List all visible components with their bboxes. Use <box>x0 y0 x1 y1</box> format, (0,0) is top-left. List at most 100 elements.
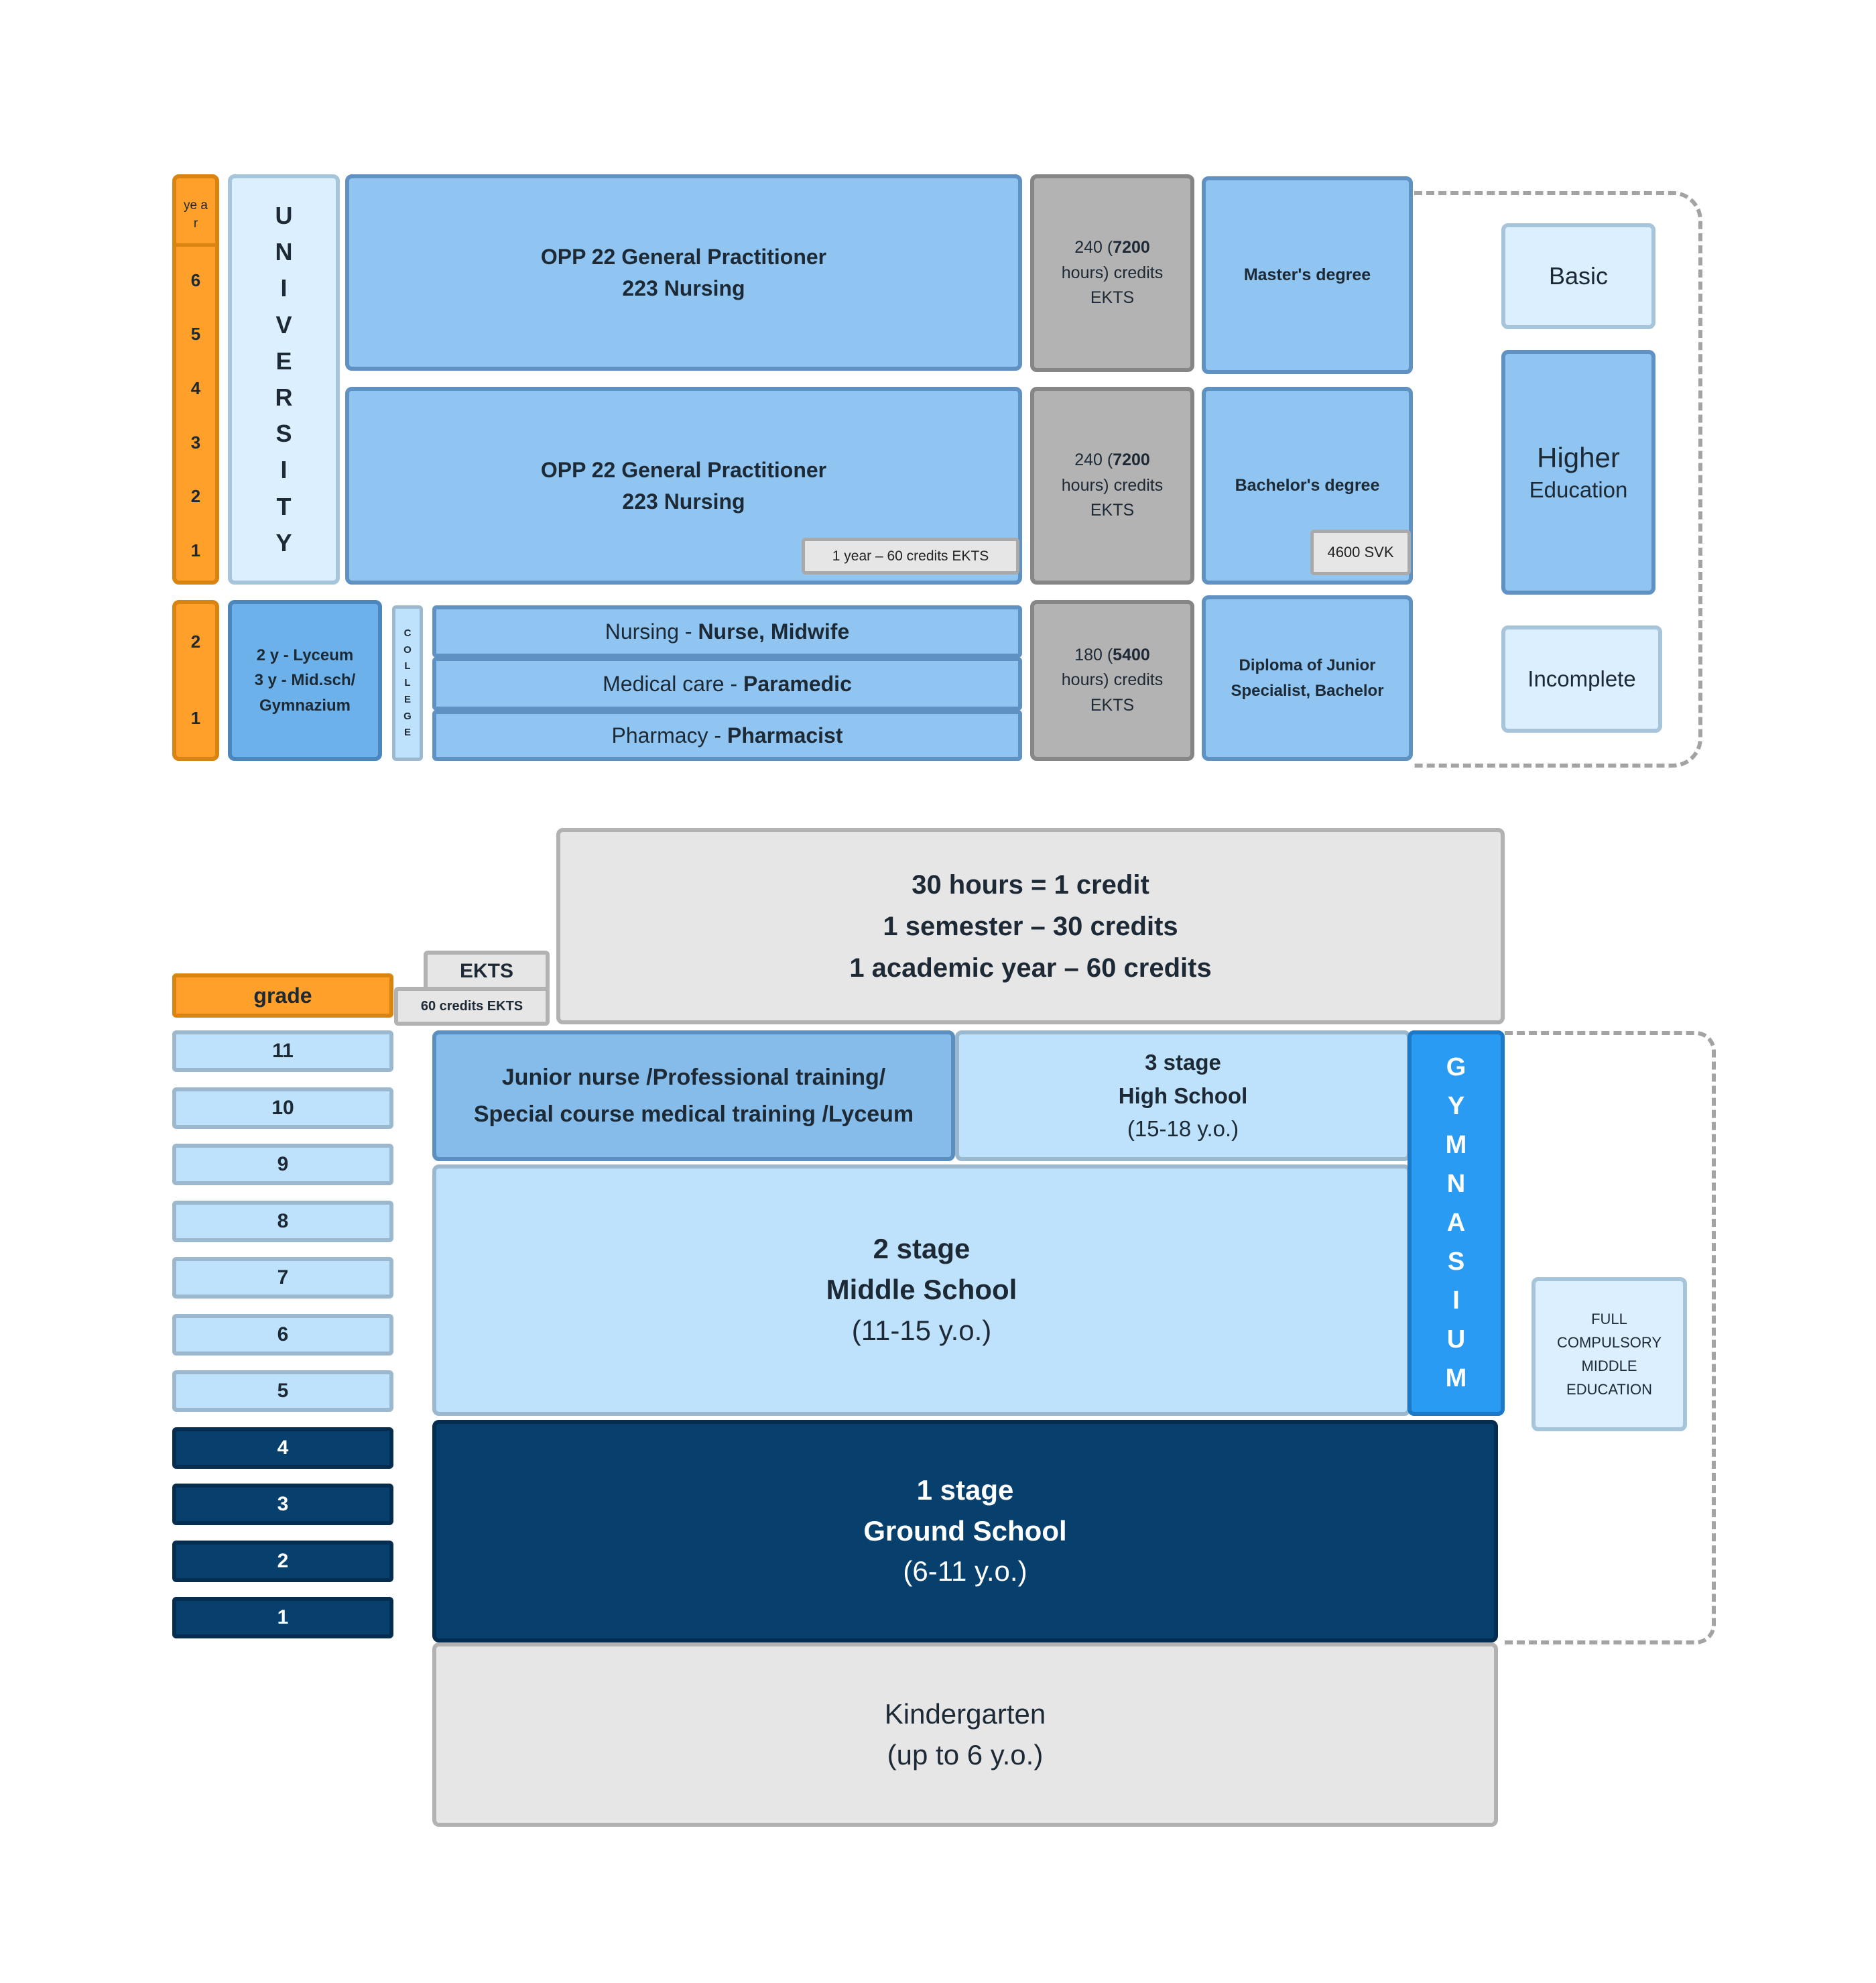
higher-basic-label: Basic <box>1548 261 1609 290</box>
university-letter: R <box>275 383 293 411</box>
credits-info-line1: 30 hours = 1 credit <box>912 869 1149 900</box>
degree-master: Master's degree <box>1202 176 1413 374</box>
university-letter: I <box>280 456 288 484</box>
stage3-line2: High School <box>1118 1083 1248 1108</box>
college-program-nursing-field: Nursing - <box>605 619 698 644</box>
lyceum-line1: 2 y - Lyceum <box>256 646 354 665</box>
college-program-pharmacy: Pharmacy - Pharmacist <box>432 710 1022 761</box>
credits-bachelor-pre: 240 ( <box>1074 450 1113 470</box>
stage1-line1: 1 stage <box>916 1474 1014 1506</box>
credits-bachelor-ekts: EKTS <box>1090 501 1135 520</box>
credits-bachelor-hours: 7200 <box>1113 450 1150 470</box>
program-master-line2: 223 Nursing <box>622 276 745 300</box>
grade-7: 7 <box>172 1257 393 1299</box>
kindergarten: Kindergarten (up to 6 y.o.) <box>432 1642 1498 1827</box>
degree-bachelor-tag: 4600 SVK <box>1310 530 1411 575</box>
stage2-line2: Middle School <box>826 1274 1017 1306</box>
credits-master-post: hours) credits <box>1061 263 1164 282</box>
university-letter: U <box>275 202 293 229</box>
gymnasium-letter: S <box>1447 1248 1465 1276</box>
credits-college-pre: 180 ( <box>1074 645 1113 664</box>
lyceum-line2: 3 y - Mid.sch/ <box>254 671 356 690</box>
gymnasium-letter: M <box>1445 1130 1467 1159</box>
compulsory-line1: FULL <box>1591 1310 1627 1327</box>
degree-junior-line2: Specialist, Bachelor <box>1231 681 1384 700</box>
program-master: OPP 22 General Practitioner 223 Nursing <box>345 174 1022 371</box>
college-letter: O <box>403 644 412 656</box>
program-bachelor: OPP 22 General Practitioner 223 Nursing <box>345 387 1022 585</box>
higher-incomplete-label: Incomplete <box>1527 666 1636 692</box>
grade-4: 4 <box>172 1427 393 1469</box>
stage2-middle-school: 2 stage Middle School (11-15 y.o.) <box>432 1164 1411 1416</box>
compulsory-education: FULL COMPULSORY MIDDLE EDUCATION <box>1531 1277 1687 1431</box>
degree-bachelor-label: Bachelor's degree <box>1235 476 1380 495</box>
gymnasium-letter: A <box>1446 1208 1466 1237</box>
credits-bachelor-post: hours) credits <box>1061 475 1164 495</box>
year-number: 4 <box>190 377 201 398</box>
credits-college-hours: 5400 <box>1113 645 1150 664</box>
compulsory-line3: MIDDLE <box>1581 1358 1637 1374</box>
gymnasium-letter: G <box>1446 1053 1466 1081</box>
credits-master-hours: 7200 <box>1113 238 1150 257</box>
higher-education-bracket <box>1414 191 1702 768</box>
college-letter: E <box>403 727 411 739</box>
university-letter: V <box>275 310 292 339</box>
stage2-line3: (11-15 y.o.) <box>851 1314 992 1346</box>
year-number: 3 <box>190 432 201 453</box>
credits-master: 240 (7200 hours) credits EKTS <box>1030 174 1194 372</box>
stage3-line1: 3 stage <box>1145 1050 1221 1075</box>
year-number: 5 <box>190 324 201 345</box>
higher-incomplete: Incomplete <box>1501 625 1662 733</box>
grade-2: 2 <box>172 1541 393 1582</box>
year-list: 6 5 4 3 2 1 <box>176 247 215 581</box>
gymnasium-letter: N <box>1446 1169 1466 1198</box>
grade-header-label: grade <box>253 983 312 1008</box>
credits-college: 180 (5400 hours) credits EKTS <box>1030 600 1194 761</box>
year-number: 2 <box>190 486 201 507</box>
college-year-number: 2 <box>190 632 201 652</box>
grade-11: 11 <box>172 1030 393 1072</box>
stage2-line1: 2 stage <box>873 1233 971 1265</box>
program-bachelor-tag: 1 year – 60 credits EKTS <box>802 538 1019 575</box>
credits-info: 30 hours = 1 credit 1 semester – 30 cred… <box>556 828 1505 1024</box>
credits-info-line2: 1 semester – 30 credits <box>883 911 1178 941</box>
kindergarten-line1: Kindergarten <box>884 1697 1046 1730</box>
college-program-nursing: Nursing - Nurse, Midwife <box>432 605 1022 658</box>
program-bachelor-line1: OPP 22 General Practitioner <box>540 458 827 483</box>
gymnasium-letter: M <box>1445 1364 1467 1393</box>
program-bachelor-line2: 223 Nursing <box>622 489 745 514</box>
grade-9: 9 <box>172 1144 393 1185</box>
credits-college-ekts: EKTS <box>1090 695 1135 715</box>
compulsory-line4: EDUCATION <box>1566 1381 1652 1398</box>
year-number: 6 <box>190 269 201 290</box>
higher-education-line1: Higher <box>1537 441 1620 473</box>
degree-master-label: Master's degree <box>1243 265 1371 285</box>
university-letter: E <box>275 347 292 375</box>
credits-master-pre: 240 ( <box>1074 238 1113 257</box>
lyceum-line3: Gymnazium <box>259 696 351 715</box>
grade-5: 5 <box>172 1370 393 1412</box>
grade-header: grade <box>172 973 393 1018</box>
college-program-pharmacy-field: Pharmacy - <box>611 723 727 747</box>
year-number: 1 <box>190 540 201 560</box>
stage3-high-school: 3 stage High School (15-18 y.o.) <box>955 1030 1411 1161</box>
stage3-line3: (15-18 y.o.) <box>1127 1116 1239 1142</box>
gymnasium-letter: I <box>1452 1286 1460 1315</box>
stage1-line2: Ground School <box>863 1514 1067 1547</box>
kindergarten-line2: (up to 6 y.o.) <box>887 1738 1044 1770</box>
junior-nurse-line1: Junior nurse /Professional training/ <box>501 1065 886 1091</box>
program-master-line1: OPP 22 General Practitioner <box>540 245 827 269</box>
junior-nurse-line2: Special course medical training /Lyceum <box>473 1101 914 1127</box>
college-letter: L <box>404 677 411 689</box>
grade-1: 1 <box>172 1597 393 1638</box>
higher-basic: Basic <box>1501 223 1655 329</box>
university-letter: N <box>275 238 293 266</box>
